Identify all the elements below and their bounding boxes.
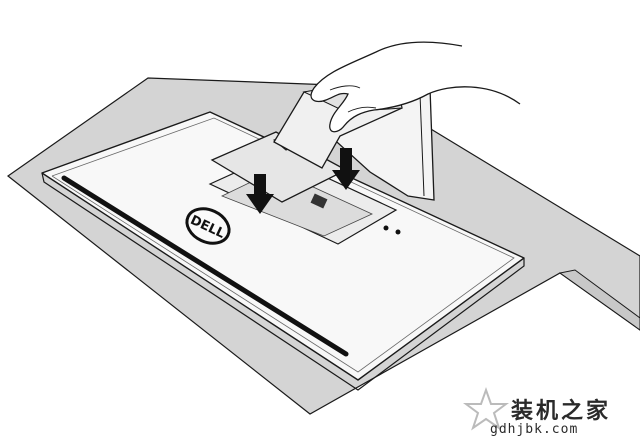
- insert-arrow-left: [246, 174, 274, 214]
- insert-arrow-right: [332, 148, 360, 190]
- hand: [310, 41, 521, 133]
- monitor-vent-slot: [61, 175, 349, 357]
- watermark-star-icon: [463, 387, 509, 431]
- monitor-edge: [41, 172, 525, 391]
- screw-hole: [383, 225, 389, 231]
- dell-logo: DELL: [185, 207, 231, 245]
- monitor-inner-edge: [51, 117, 515, 373]
- screw-hole: [395, 229, 401, 235]
- watermark-chinese: 装机之家: [511, 399, 612, 424]
- watermark-url: gdhjbk.com: [490, 422, 579, 437]
- mount-latch: [310, 193, 328, 209]
- hand-finger-lines: [329, 85, 377, 113]
- stand-housing-edge: [419, 93, 425, 197]
- table-edge: [558, 269, 640, 331]
